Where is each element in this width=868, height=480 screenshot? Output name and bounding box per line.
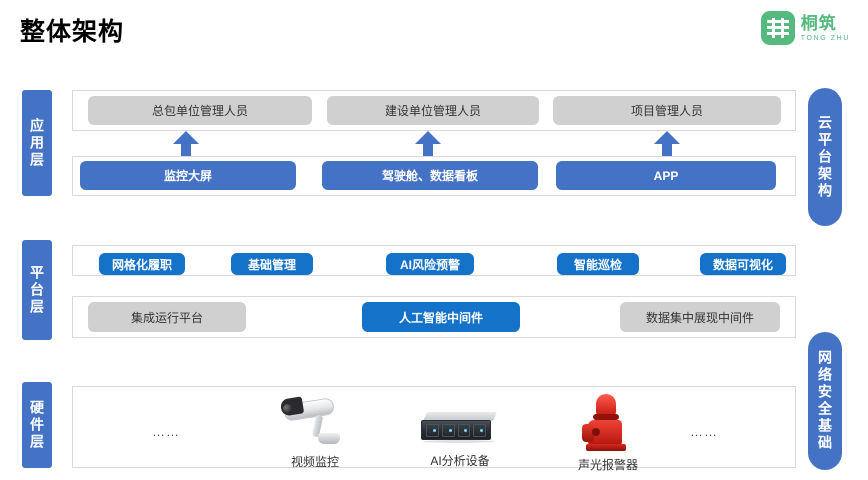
- arrow-up-monitoring-wall: [173, 131, 199, 161]
- arrow-up-cockpit-dashboard: [415, 131, 441, 161]
- middleware-box-ai-middleware[interactable]: 人工智能中间件: [362, 302, 520, 332]
- capability-tag-smart-inspection[interactable]: 智能巡检: [557, 253, 639, 275]
- layer-label-platform: 平台层: [22, 240, 52, 340]
- cctv-camera-icon: [278, 395, 352, 449]
- role-box-general-contractor[interactable]: 总包单位管理人员: [88, 96, 312, 125]
- hardware-caption-ai-analysis-server: AI分析设备: [430, 454, 490, 468]
- layer-label-hardware: 硬件层: [22, 382, 52, 468]
- side-label-cloud-platform-architecture: 云平台架构: [808, 88, 842, 226]
- sound-light-alarm-icon: [580, 394, 636, 452]
- hardware-right-ellipsis: ……: [690, 424, 718, 439]
- page-title: 整体架构: [20, 18, 125, 46]
- client-box-app[interactable]: APP: [556, 161, 776, 190]
- middleware-box-integrated-operation-platform[interactable]: 集成运行平台: [88, 302, 246, 332]
- logo-name-en: TONG ZHU: [800, 34, 850, 42]
- capability-tag-ai-risk-warning[interactable]: AI风险预警: [386, 253, 474, 275]
- middleware-box-data-presentation-middleware[interactable]: 数据集中展现中间件: [620, 302, 780, 332]
- hardware-device-ai-analysis-server[interactable]: AI分析设备: [421, 408, 499, 469]
- hardware-caption-sound-light-alarm: 声光报警器: [578, 458, 639, 472]
- logo-mark-icon: [760, 11, 795, 45]
- arrow-up-app: [654, 131, 680, 161]
- side-label-network-security-foundation: 网络安全基础: [808, 332, 842, 470]
- capability-tag-grid-duty[interactable]: 网格化履职: [99, 253, 185, 275]
- hardware-device-cctv-camera[interactable]: 视频监控: [278, 395, 352, 470]
- hardware-caption-cctv-camera: 视频监控: [290, 455, 339, 469]
- brand-logo: 桐筑 TONG ZHU: [760, 11, 850, 45]
- capability-tag-basic-management[interactable]: 基础管理: [231, 253, 313, 275]
- client-box-monitoring-wall[interactable]: 监控大屏: [80, 161, 296, 190]
- role-box-project-manager[interactable]: 项目管理人员: [553, 96, 781, 125]
- client-box-cockpit-dashboard[interactable]: 驾驶舱、数据看板: [322, 161, 538, 190]
- rack-server-icon: [421, 408, 499, 448]
- hardware-left-ellipsis: ……: [152, 424, 180, 439]
- hardware-device-sound-light-alarm[interactable]: 声光报警器: [578, 394, 638, 473]
- layer-label-application: 应用层: [22, 90, 52, 196]
- logo-name-cn: 桐筑: [800, 13, 837, 33]
- capability-tag-data-visualization[interactable]: 数据可视化: [700, 253, 786, 275]
- role-box-construction-unit[interactable]: 建设单位管理人员: [327, 96, 539, 125]
